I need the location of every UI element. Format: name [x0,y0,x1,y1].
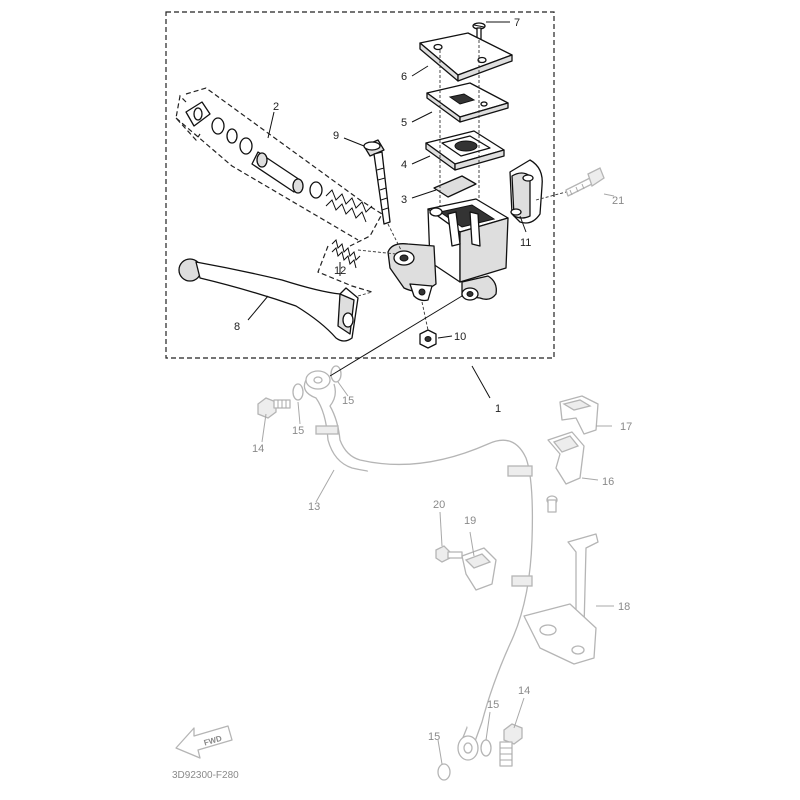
callout-14-top[interactable]: 14 [252,443,264,455]
brake-lever-part-8[interactable] [178,258,373,342]
callout-19[interactable]: 19 [464,515,476,527]
master-cylinder-body[interactable] [387,198,509,302]
brake-hose-part-13[interactable] [303,370,534,761]
callout-16[interactable]: 16 [602,476,614,488]
dash-leader-10 [421,301,429,331]
callout-20[interactable]: 20 [433,499,445,511]
callout-15-right[interactable]: 15 [342,395,354,407]
hose-clamp-part-19[interactable] [461,547,497,591]
leader-lines [247,21,527,399]
callout-10[interactable]: 10 [454,331,466,343]
dash-leader-21 [535,191,567,201]
fwd-arrow-icon: FWD [175,725,233,759]
banjo-bolt-part-14-bottom[interactable] [499,723,523,767]
callout-6[interactable]: 6 [401,71,407,83]
piston-kit-part-2[interactable] [175,87,383,247]
callout-12[interactable]: 12 [334,265,346,277]
hose-bracket-part-18[interactable] [523,533,599,665]
bolt-part-20[interactable] [435,545,463,563]
callout-7[interactable]: 7 [514,17,520,29]
banjo-bolt-part-14-top[interactable] [257,397,291,419]
drawing-code: 3D92300-F280 [172,770,239,781]
screw-part-7[interactable] [472,22,486,41]
hose-guide-part-17[interactable] [559,395,599,435]
nut-part-10[interactable] [419,329,437,349]
callout-2[interactable]: 2 [273,101,279,113]
leader-lines-grey [261,193,615,765]
callout-3[interactable]: 3 [401,194,407,206]
float-plate-part-3[interactable] [433,175,477,198]
callout-4[interactable]: 4 [401,159,407,171]
callout-21[interactable]: 21 [612,195,624,207]
washer-part-15-c[interactable] [480,739,492,757]
handlebar-clamp-part-11[interactable] [509,159,543,224]
diaphragm-plate-part-5[interactable] [426,82,509,123]
reservoir-cap-part-6[interactable] [419,32,513,82]
callout-11[interactable]: 11 [520,237,531,249]
washer-part-15-b[interactable] [330,365,342,383]
callout-15-bottom-left[interactable]: 15 [428,731,440,743]
washer-part-15-d[interactable] [437,763,451,781]
pivot-bolt-part-9[interactable] [363,139,391,225]
callout-5[interactable]: 5 [401,117,407,129]
diaphragm-part-4[interactable] [425,130,505,171]
callout-1[interactable]: 1 [495,403,501,415]
callout-18[interactable]: 18 [618,601,630,613]
dash-leader-9 [387,223,403,253]
callout-8[interactable]: 8 [234,321,240,333]
hose-guide-part-16[interactable] [546,431,585,513]
callout-17[interactable]: 17 [620,421,632,433]
callout-15-bottom-right[interactable]: 15 [487,699,499,711]
washer-part-15-a[interactable] [292,383,304,401]
callout-9[interactable]: 9 [333,130,339,142]
clamp-bolt-part-21[interactable] [565,167,605,197]
callout-13[interactable]: 13 [308,501,320,513]
callout-15-left[interactable]: 15 [292,425,304,437]
callout-14-bottom[interactable]: 14 [518,685,530,697]
lever-spring-part-12[interactable] [317,239,397,293]
